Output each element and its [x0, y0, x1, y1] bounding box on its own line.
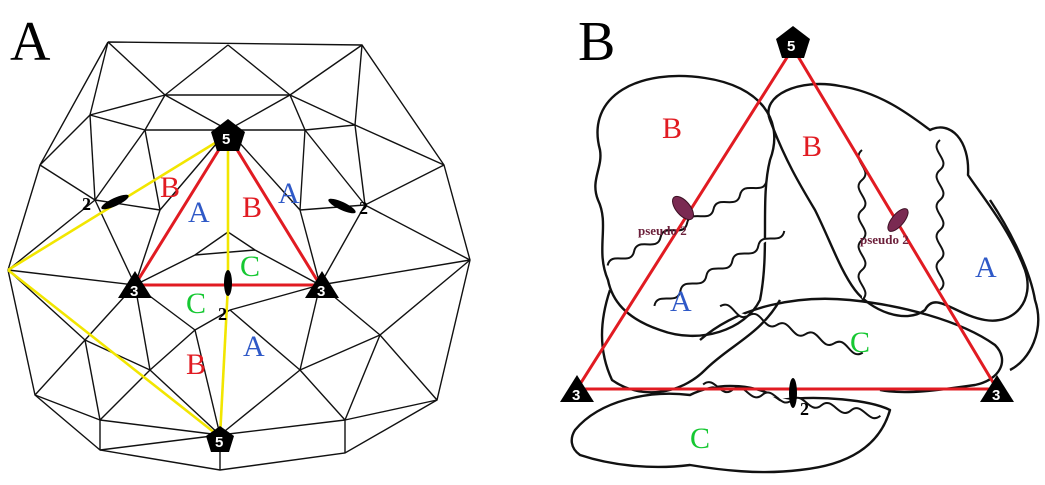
two-fold-oval-right	[328, 198, 356, 214]
subunit-c-label-mid: C	[850, 326, 870, 359]
subunit-b-label-3: B	[186, 348, 206, 381]
panel-a: A	[7, 11, 471, 471]
subunit-b-left-outline	[594, 74, 776, 338]
two-fold-label-left: 2	[82, 194, 91, 214]
subunit-b-label-mid: B	[802, 130, 822, 163]
two-fold-label: 2	[800, 399, 809, 419]
pseudo-two-fold-label-right: pseudo 2	[860, 232, 909, 247]
subunit-b-label-2: B	[242, 191, 262, 224]
three-fold-label-right: 3	[317, 283, 325, 300]
three-fold-label-left: 3	[130, 283, 138, 300]
pseudo-two-fold-oval-left	[672, 195, 694, 221]
helix-top-left	[606, 180, 768, 266]
subunit-a-right-outline	[989, 199, 1040, 372]
subunit-c-label-1: C	[240, 250, 260, 283]
subunit-a-label-left: A	[670, 285, 692, 318]
three-fold-icon-right	[980, 375, 1014, 402]
pseudo-two-fold-oval-right	[887, 208, 909, 232]
two-fold-oval-center	[224, 270, 232, 296]
subunit-b-mid-outline	[767, 82, 1029, 322]
helix-center-1	[719, 303, 864, 356]
subunit-a-label-right: A	[975, 251, 997, 284]
panel-a-wireframe	[7, 41, 471, 471]
three-fold-icon-left	[118, 271, 152, 298]
two-fold-oval-left	[101, 194, 129, 210]
subunit-b-label-1: B	[160, 171, 180, 204]
five-fold-icon-top	[211, 119, 245, 151]
panel-a-letter: A	[10, 11, 51, 73]
five-fold-label: 5	[787, 38, 795, 55]
three-fold-icon-left	[560, 375, 594, 402]
panel-b: B 5 3 3 2 pseudo	[560, 11, 1040, 474]
two-fold-oval	[789, 378, 797, 408]
five-fold-label-top: 5	[222, 131, 230, 148]
three-fold-icon-right	[305, 271, 339, 298]
three-fold-label-left: 3	[572, 387, 580, 404]
subunit-c-label-2: C	[186, 287, 206, 320]
subunit-b-label-left: B	[662, 112, 682, 145]
panel-b-red-triangle	[574, 45, 1000, 391]
helix-vertical-1	[857, 149, 867, 301]
subunit-a-left-outline	[600, 289, 782, 394]
pseudo-two-fold-label-left: pseudo 2	[638, 223, 687, 238]
helix-vertical-2	[935, 139, 945, 291]
five-fold-icon-bottom	[206, 426, 234, 452]
panel-b-letter: B	[578, 11, 615, 73]
subunit-c-bottom-outline	[570, 384, 892, 474]
three-fold-label-right: 3	[992, 387, 1000, 404]
helix-group	[606, 139, 945, 420]
subunit-a-label-2: A	[278, 177, 300, 210]
subunit-a-label-1: A	[188, 196, 210, 229]
two-fold-label-center: 2	[218, 304, 227, 324]
two-fold-label-right: 2	[359, 198, 368, 218]
subunit-c-label-bottom: C	[690, 422, 710, 455]
five-fold-label-bottom: 5	[215, 434, 223, 451]
subunit-a-label-3: A	[243, 330, 265, 363]
five-fold-icon	[776, 26, 810, 58]
